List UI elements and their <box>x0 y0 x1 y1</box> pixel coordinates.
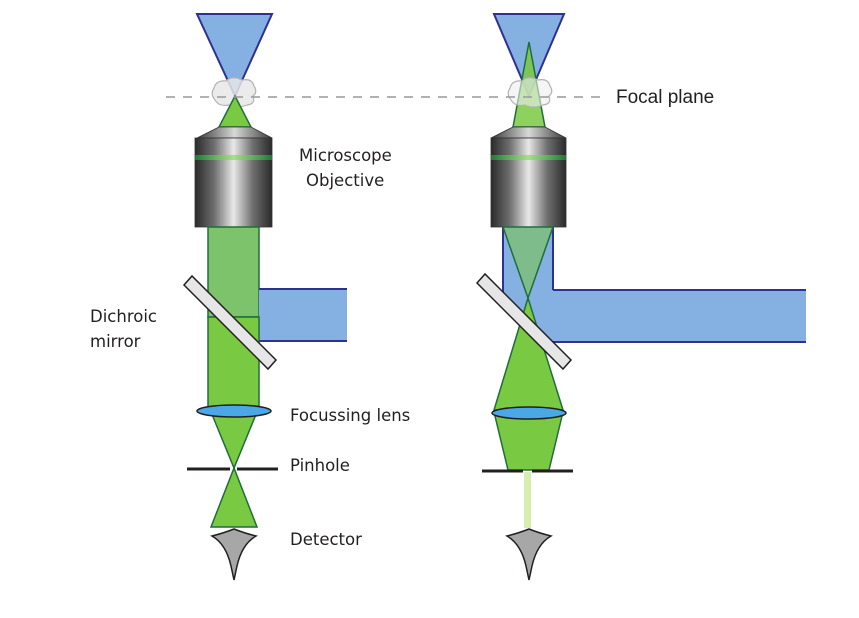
detector <box>505 528 553 581</box>
converging-cone <box>209 411 259 470</box>
blocked-beam <box>493 411 564 471</box>
panel-in-focus <box>182 13 347 581</box>
emission-cross-upper <box>501 226 555 301</box>
panel-out-of-focus <box>475 13 806 581</box>
objective-ring <box>195 155 272 160</box>
focusing-lens[interactable] <box>196 404 272 418</box>
objective-label-line2: Objective <box>306 171 384 190</box>
focussing-lens-label: Focussing lens <box>290 406 410 425</box>
pinhole-leak <box>524 472 531 528</box>
diverging-cone <box>209 465 259 528</box>
microscope-objective <box>194 126 273 228</box>
sample-specimen <box>211 77 257 108</box>
excitation-beam <box>259 289 347 341</box>
detector-label: Detector <box>290 530 362 549</box>
pinhole-label: Pinhole <box>290 456 350 475</box>
focusing-lens[interactable] <box>491 406 567 420</box>
dichroic-label-line2: mirror <box>90 332 141 351</box>
focal-plane-label: Focal plane <box>616 87 714 108</box>
emission-beam-lower <box>207 316 260 410</box>
objective-ring <box>491 155 566 160</box>
excitation-beam <box>503 227 806 342</box>
sample-specimen <box>507 77 553 108</box>
dichroic-mirror[interactable] <box>182 274 278 371</box>
emission-beam-upper <box>207 226 260 318</box>
excitation-cone <box>195 13 274 99</box>
microscope-objective <box>490 126 567 228</box>
detector <box>210 528 258 581</box>
dichroic-label-line1: Dichroic <box>90 307 157 326</box>
dichroic-mirror[interactable] <box>475 272 573 371</box>
objective-label-line1: Microscope <box>299 146 392 165</box>
